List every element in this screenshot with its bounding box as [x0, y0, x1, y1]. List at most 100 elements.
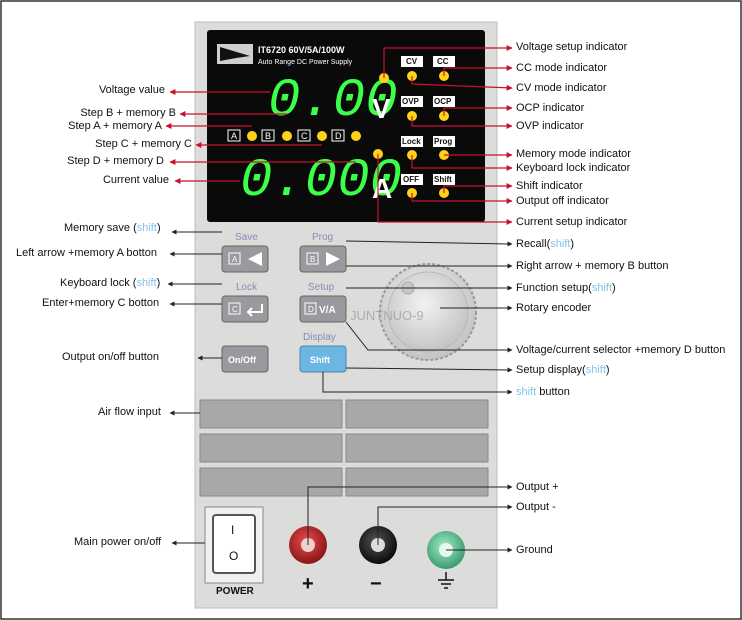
- right-callouts: [377, 45, 513, 225]
- label-rotary: Rotary encoder: [516, 302, 592, 314]
- label-memory-mode: Memory mode indicator: [516, 148, 631, 160]
- left-callouts-dark: [167, 229, 222, 546]
- step-leds: [247, 131, 361, 141]
- prog-indicator-label: Prog: [434, 137, 452, 146]
- power-on-mark: I: [231, 523, 234, 537]
- voltage-unit: V: [372, 93, 391, 124]
- ovp-indicator-label: OVP: [402, 97, 420, 106]
- ovp-indicator-box: [401, 96, 423, 107]
- cv-indicator-label: CV: [406, 57, 418, 66]
- label-step-b: Step B + memory B: [80, 107, 176, 119]
- off-indicator-box: [401, 174, 423, 185]
- label-current-value: Current value: [102, 174, 169, 186]
- power-off-mark: O: [229, 549, 238, 563]
- shift-indicator-label: Shift: [434, 175, 452, 184]
- air-vents: [199, 399, 489, 497]
- current-unit: A: [372, 173, 392, 204]
- setup-caption: Setup: [308, 282, 335, 293]
- ground-icon: [438, 572, 454, 589]
- label-cc-mode: CC mode indicator: [516, 62, 608, 74]
- left-arrow-button[interactable]: A: [221, 245, 269, 273]
- label-main-power: Main power on/off: [74, 536, 162, 548]
- lock-indicator-label: Lock: [402, 137, 421, 146]
- model-subtitle: Auto Range DC Power Supply: [258, 59, 353, 66]
- ocp-indicator-box: [433, 96, 455, 107]
- enter-icon: [246, 304, 263, 317]
- label-output-off: Output off indicator: [516, 195, 609, 207]
- model-label: IT6720 60V/5A/100W: [258, 45, 345, 55]
- right-arrow-button[interactable]: B: [299, 245, 347, 273]
- main-power-switch[interactable]: I O: [204, 506, 264, 584]
- label-keyboard-lock: Keyboard lock (shift): [60, 277, 161, 289]
- label-current-setup: Current setup indicator: [516, 216, 628, 228]
- label-ocp: OCP indicator: [516, 102, 585, 114]
- prog-caption: Prog: [312, 232, 333, 243]
- label-air-flow: Air flow input: [98, 406, 161, 418]
- shift-label: Shift: [310, 355, 330, 365]
- onoff-label: On/Off: [228, 355, 257, 365]
- watermark: JUNTNUO-9: [350, 308, 424, 323]
- label-output-onoff: Output on/off button: [62, 351, 160, 363]
- label-shift-ind: Shift indicator: [516, 180, 583, 192]
- label-ovp: OVP indicator: [516, 120, 584, 132]
- label-keyboard-lock-ind: Keyboard lock indicator: [516, 162, 631, 174]
- right-arrow-icon: [326, 252, 340, 266]
- step-c-box: [297, 129, 311, 142]
- current-display: 0.000: [240, 151, 402, 212]
- shift-indicator-box: [433, 174, 455, 185]
- label-voltage-value: Voltage value: [98, 84, 165, 96]
- label-memory-save: Memory save (shift): [64, 222, 161, 234]
- power-label: POWER: [216, 586, 255, 597]
- label-va-selector: Voltage/current selector +memory D butto…: [516, 344, 726, 356]
- voltage-display: 0.00: [268, 71, 398, 132]
- label-shift-button: shift button: [516, 386, 570, 398]
- minus-mark: −: [370, 573, 382, 595]
- plus-mark: +: [302, 573, 314, 595]
- label-output-minus: Output -: [516, 501, 556, 513]
- label-cv-mode: CV mode indicator: [516, 82, 607, 94]
- step-b-box: [261, 129, 275, 142]
- b-key-label: B: [310, 255, 315, 264]
- c-key-label: C: [232, 305, 238, 314]
- label-step-c: Step C + memory C: [95, 138, 192, 150]
- shift-button[interactable]: Shift: [299, 345, 347, 373]
- left-callouts: [165, 89, 356, 184]
- step-d-label: D: [335, 131, 342, 141]
- step-a-box: [227, 129, 241, 142]
- label-ground: Ground: [516, 544, 553, 556]
- step-a-label: A: [231, 131, 237, 141]
- brand-logo: [217, 44, 253, 64]
- va-selector-button[interactable]: D V/A: [299, 295, 347, 323]
- prog-indicator-box: [433, 136, 455, 147]
- step-b-label: B: [265, 131, 271, 141]
- label-left-arrow: Left arrow +memory A botton: [16, 247, 157, 259]
- step-d-box: [331, 129, 345, 142]
- label-recall: Recall(shift): [516, 238, 575, 250]
- lock-caption: Lock: [236, 282, 258, 293]
- label-step-d: Step D + memory D: [67, 155, 164, 167]
- label-step-a: Step A + memory A: [68, 120, 162, 132]
- label-enter: Enter+memory C botton: [42, 297, 160, 309]
- d-key-label: D: [308, 305, 314, 314]
- ocp-indicator-label: OCP: [434, 97, 452, 106]
- cv-indicator-box: [401, 56, 423, 67]
- lock-indicator-box: [401, 136, 423, 147]
- label-setup-display: Setup display(shift): [516, 364, 610, 376]
- label-voltage-setup: Voltage setup indicator: [516, 41, 628, 53]
- cc-indicator-label: CC: [437, 57, 449, 66]
- left-arrow-icon: [248, 252, 262, 266]
- output-onoff-button[interactable]: On/Off: [221, 345, 269, 373]
- label-right-arrow: Right arrow + memory B button: [516, 260, 669, 272]
- label-output-plus: Output +: [516, 481, 559, 493]
- step-c-label: C: [301, 131, 308, 141]
- right-callouts-dark: [307, 240, 513, 553]
- enter-button[interactable]: C: [221, 295, 269, 323]
- label-function-setup: Function setup(shift): [516, 282, 616, 294]
- off-indicator-label: OFF: [403, 175, 419, 184]
- display-caption: Display: [303, 332, 336, 343]
- cc-indicator-box: [433, 56, 455, 67]
- va-key-label: V/A: [319, 305, 336, 316]
